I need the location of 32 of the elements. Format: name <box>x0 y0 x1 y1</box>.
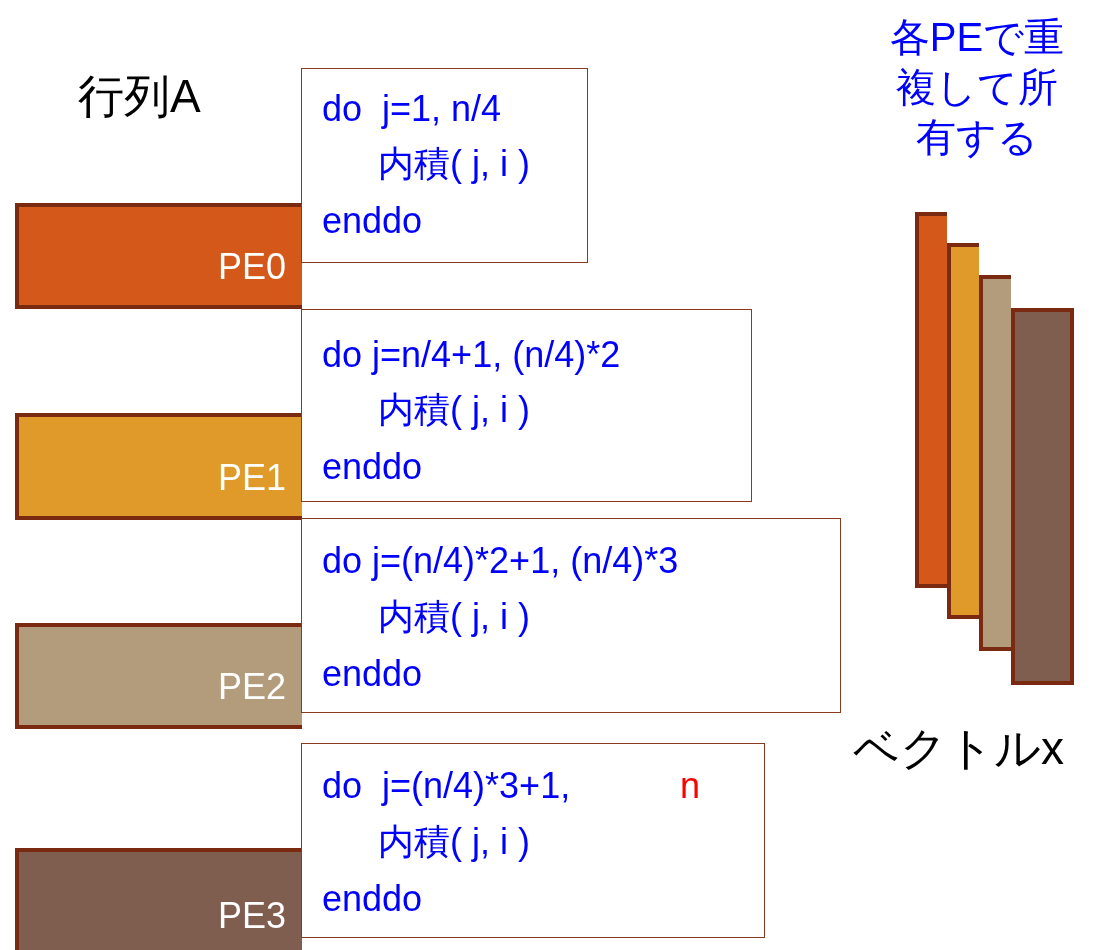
code-line: do j=(n/4)*3+1, <box>322 766 571 806</box>
matrix-row-bar <box>15 413 302 520</box>
code-line: n <box>680 766 701 806</box>
vector-bar <box>947 243 979 619</box>
bar-label: PE3 <box>217 896 286 936</box>
vector-bar <box>979 275 1011 651</box>
vector-bar <box>915 212 947 588</box>
code-box <box>301 518 841 713</box>
matrix-label: 行列A <box>78 70 202 122</box>
note-text: 各PEで重複して所有する <box>888 14 1066 161</box>
bar-label: PE1 <box>217 458 286 498</box>
code-line: 内積( j, i ) <box>378 597 530 637</box>
matrix-row-bar <box>15 623 302 729</box>
code-line: do j=(n/4)*2+1, (n/4)*3 <box>322 541 679 581</box>
code-line: enddo <box>322 447 423 487</box>
matrix-row-bar <box>15 848 302 950</box>
code-line: 内積( j, i ) <box>378 144 530 184</box>
matrix-row-bar <box>15 203 302 309</box>
vector-label: ベクトルx <box>853 722 1065 774</box>
code-line: enddo <box>322 879 423 919</box>
code-line: enddo <box>322 201 423 241</box>
code-line: enddo <box>322 654 423 694</box>
code-box <box>301 743 765 938</box>
bar-label: PE0 <box>217 247 286 287</box>
code-line: 内積( j, i ) <box>378 822 530 862</box>
code-line: 内積( j, i ) <box>378 390 530 430</box>
code-box <box>301 309 752 502</box>
code-line: do j=1, n/4 <box>322 89 502 129</box>
code-line: do j=n/4+1, (n/4)*2 <box>322 335 621 375</box>
vector-bar <box>1011 308 1074 685</box>
bar-label: PE2 <box>217 667 286 707</box>
code-box <box>301 68 588 263</box>
